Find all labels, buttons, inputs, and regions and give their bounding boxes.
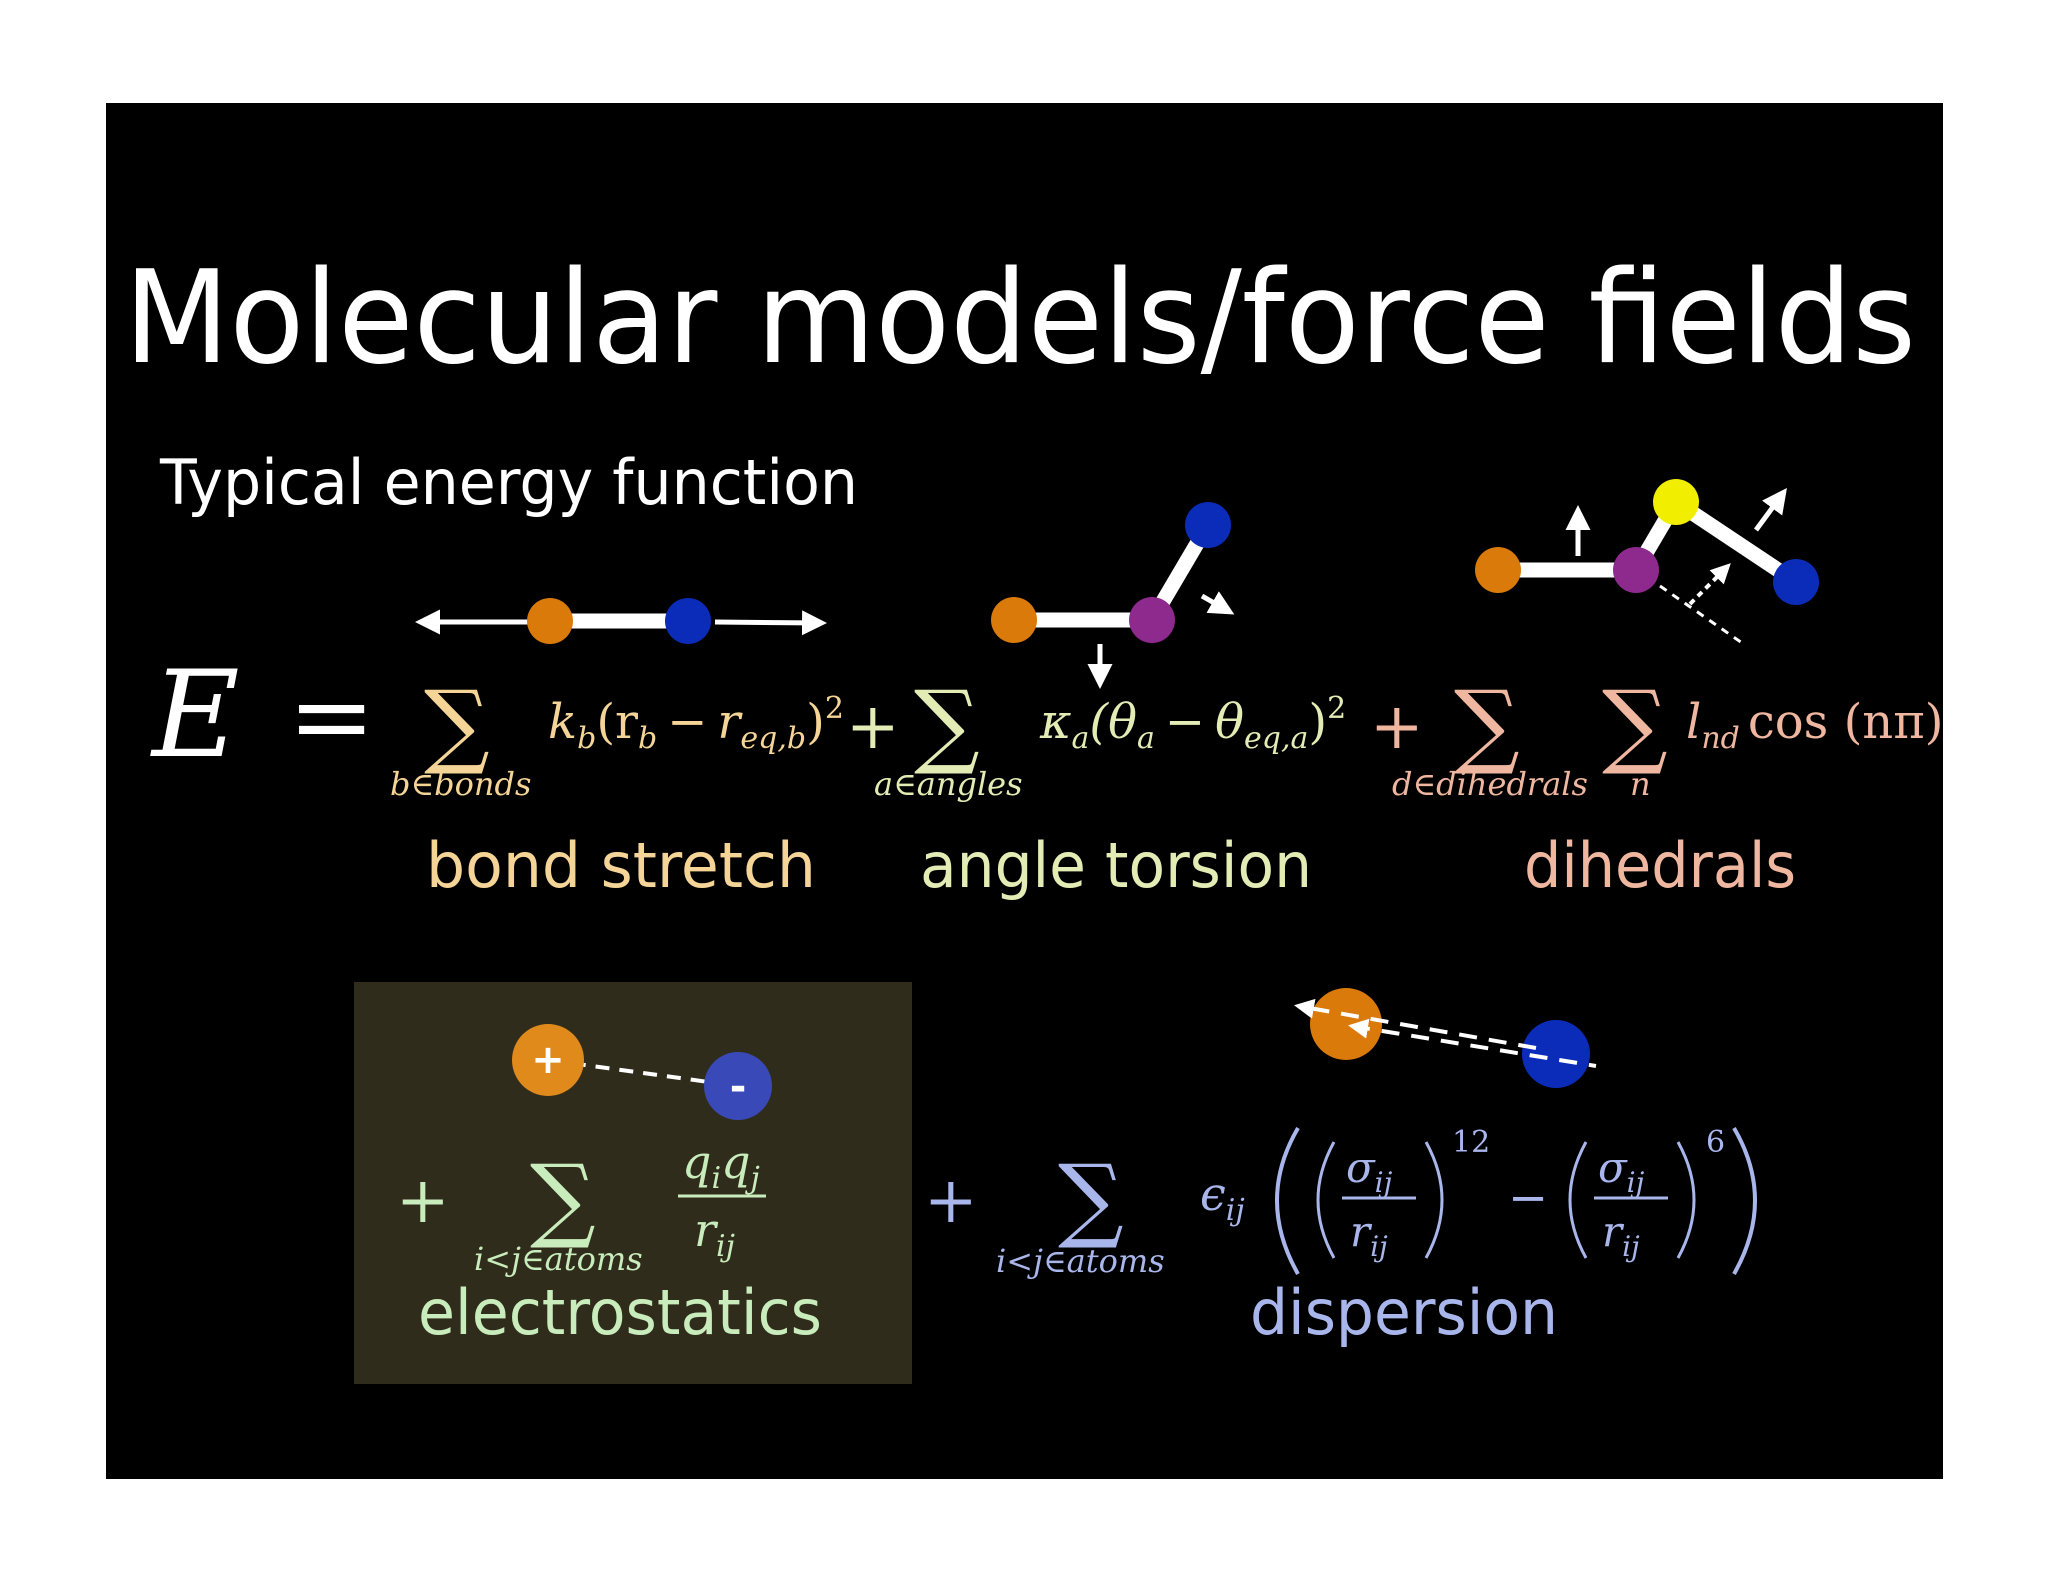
electro-denominator: rij	[694, 1203, 735, 1264]
bond-term: ∑ b∈bonds kb(rb−req,b)2	[390, 671, 844, 803]
outer-paren-right	[1732, 1126, 1757, 1275]
electro-sum-symbol: ∑	[530, 1145, 596, 1252]
atom-yellow	[1653, 479, 1699, 525]
dispersion-sum-index: i<j∈atoms	[996, 1242, 1165, 1280]
bond-stretch-arrow-right	[714, 610, 827, 636]
electrostatics-term: + ∑ i<j∈atoms qiqj rij	[396, 1135, 766, 1278]
r-denominator: rij	[1602, 1207, 1640, 1263]
atom-purple	[1129, 597, 1175, 643]
inner-paren-left	[1316, 1141, 1336, 1259]
minus-sign: −	[1508, 1170, 1548, 1226]
positive-charge	[512, 1024, 584, 1096]
dispersion-arrow-right	[1348, 1018, 1597, 1068]
electrostatics-diagram: + -	[512, 1024, 772, 1120]
electro-numerator: qiqj	[682, 1135, 760, 1196]
bond-expression: kb(rb−req,b)2	[548, 691, 844, 756]
dihedral-stick	[1671, 495, 1801, 589]
energy-equation: E = ∑ b∈bonds kb(rb−req,b)2 + ∑ a∈angles…	[150, 646, 1943, 803]
dihedral-dashed-arrow	[1688, 563, 1731, 606]
electro-sum-index: i<j∈atoms	[474, 1240, 643, 1278]
plus-sign: +	[396, 1164, 450, 1238]
dihedral-diagram	[1475, 479, 1819, 647]
dihedral-sum-index: d∈dihedrals	[1392, 765, 1588, 803]
inner-paren-left	[1568, 1141, 1588, 1259]
atom-blue	[1773, 559, 1819, 605]
electrostatics-highlight-box	[354, 982, 912, 1384]
sigma-numerator: σij	[1598, 1143, 1645, 1199]
atom-blue	[1185, 502, 1231, 548]
sigma-numerator: σij	[1346, 1143, 1393, 1199]
positive-charge-sign: +	[531, 1037, 565, 1083]
slide-title: Molecular models/force fields	[124, 244, 1916, 393]
bond-sum-index: b∈bonds	[390, 765, 531, 803]
atom-orange	[1310, 988, 1382, 1060]
electrostatics-label: electrostatics	[418, 1276, 822, 1349]
exponent-6: 6	[1706, 1125, 1725, 1160]
dihedral-dashed-projection	[1659, 584, 1746, 647]
atom-purple	[1613, 547, 1659, 593]
dihedral-sum-symbol: ∑	[1454, 671, 1520, 778]
bond-stretch-label: bond stretch	[426, 829, 816, 902]
r-denominator: rij	[1350, 1207, 1388, 1263]
dihedrals-label: dihedrals	[1524, 829, 1796, 902]
atom-orange	[1475, 547, 1521, 593]
angle-arrow-diagonal	[1200, 591, 1235, 615]
dispersion-sum-symbol: ∑	[1058, 1145, 1124, 1252]
n-sum-index: n	[1630, 765, 1651, 803]
dispersion-diagram	[1294, 988, 1597, 1088]
dispersion-arrow-left	[1294, 998, 1537, 1050]
atom-orange	[991, 597, 1037, 643]
bond-stretch-diagram	[415, 598, 827, 644]
plus-sign: +	[924, 1164, 978, 1238]
dispersion-term: + ∑ i<j∈atoms ϵij σij rij 12 − σij rij 6	[924, 1125, 1757, 1280]
dispersion-label: dispersion	[1250, 1276, 1558, 1349]
negative-charge	[704, 1052, 772, 1120]
inner-paren-right	[1676, 1141, 1696, 1259]
exponent-12: 12	[1452, 1125, 1490, 1160]
slide-subtitle: Typical energy function	[159, 446, 858, 519]
angle-torsion-label: angle torsion	[920, 829, 1312, 902]
dihedral-arrow-diagonal	[1753, 487, 1787, 532]
plus-sign: +	[846, 690, 900, 764]
angle-term: + ∑ a∈angles κa(θa−θeq,a)2	[846, 671, 1346, 803]
plus-sign: +	[1370, 690, 1424, 764]
outer-paren-left	[1275, 1126, 1300, 1275]
atom-blue	[665, 598, 711, 644]
energy-symbol: E	[150, 646, 240, 785]
angle-expression: κa(θa−θeq,a)2	[1039, 691, 1346, 756]
equals-sign: =	[288, 655, 375, 777]
epsilon: ϵij	[1200, 1167, 1245, 1228]
angle-sum-index: a∈angles	[874, 765, 1023, 803]
n-sum-symbol: ∑	[1602, 671, 1668, 778]
atom-blue	[1522, 1020, 1590, 1088]
negative-charge-sign: -	[730, 1064, 747, 1110]
angle-torsion-diagram	[991, 502, 1235, 689]
bond-sum-symbol: ∑	[424, 671, 490, 778]
atom-orange	[527, 598, 573, 644]
angle-sum-symbol: ∑	[914, 671, 980, 778]
inner-paren-right	[1424, 1141, 1444, 1259]
